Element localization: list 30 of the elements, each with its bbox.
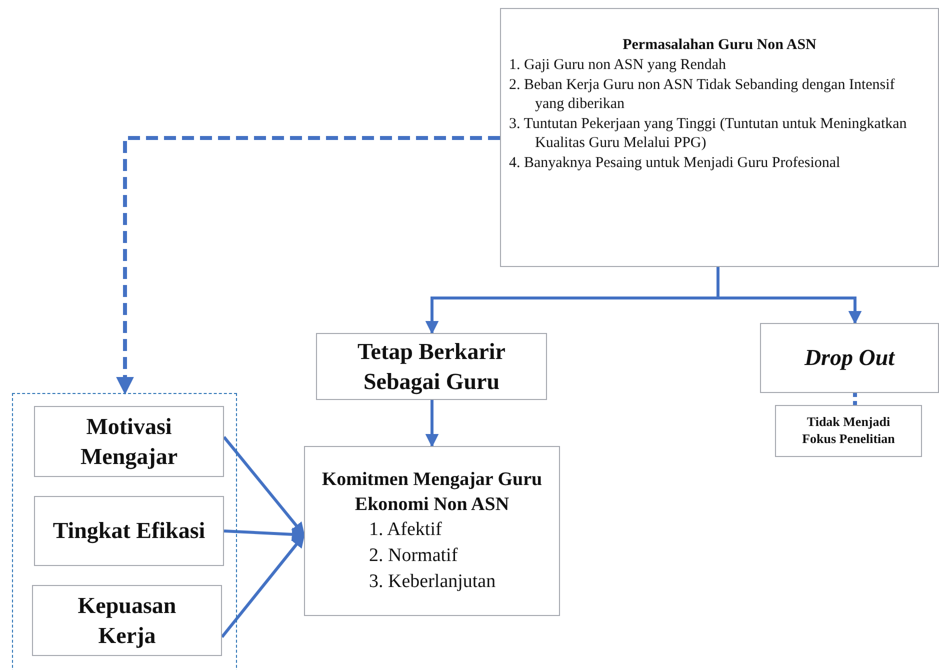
- list-item: 4. Banyaknya Pesaing untuk Menjadi Guru Profesional: [508, 154, 842, 172]
- connector-line: [853, 393, 857, 405]
- list-item: 3. Keberlanjutan: [369, 570, 496, 594]
- arrow: [222, 436, 306, 536]
- process-box: [304, 446, 560, 616]
- box-heading: Komitmen Mengajar Guru Ekonomi Non ASN: [321, 468, 543, 517]
- box-label: Tidak Menjadi Fokus Penelitian: [801, 414, 896, 448]
- process-box: [316, 333, 547, 400]
- process-box: [34, 406, 224, 477]
- box-label: Tetap Berkarir Sebagai Guru: [356, 338, 506, 396]
- process-box: [760, 323, 939, 393]
- box-label: Tingkat Efikasi: [52, 517, 206, 546]
- arrow: [116, 136, 500, 395]
- process-box: [34, 496, 224, 566]
- list-item: 1. Afektif: [369, 518, 442, 542]
- box-label: Drop Out: [804, 345, 895, 371]
- list-item: 2. Beban Kerja Guru non ASN Tidak Sebanding dengan Intensif yang diberikan: [508, 76, 896, 114]
- arrow: [425, 400, 439, 448]
- arrow: [220, 534, 306, 638]
- list-item: 2. Normatif: [369, 544, 458, 568]
- process-box: [500, 8, 939, 267]
- arrow: [716, 267, 862, 324]
- box-label: Kepuasan Kerja: [76, 592, 178, 650]
- box-heading: Permasalahan Guru Non ASN: [622, 37, 816, 54]
- list-item: 1. Gaji Guru non ASN yang Rendah: [508, 56, 728, 75]
- process-box: [775, 405, 922, 457]
- process-box: [32, 585, 222, 656]
- list-item: 3. Tuntutan Pekerjaan yang Tinggi (Tuntutan untuk Meningkatkan Kualitas Guru Melalui PPG): [508, 114, 908, 153]
- group-frame: [12, 393, 237, 670]
- box-label: Motivasi Mengajar: [79, 412, 179, 472]
